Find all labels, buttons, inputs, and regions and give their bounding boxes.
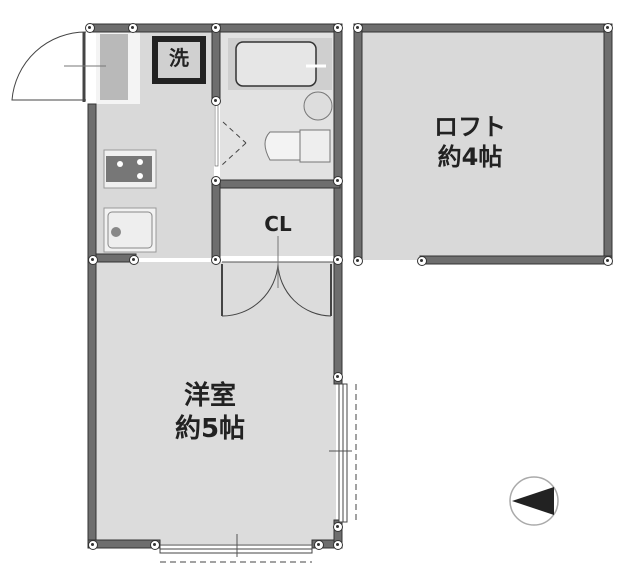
western-room-name: 洋室 [183,381,236,411]
column-post [333,176,343,186]
western-room-size: 約5帖 [174,413,246,444]
column-post [333,522,343,532]
column-post [88,540,98,550]
washer-label: 洗 [169,46,189,70]
column-post [353,23,363,33]
column-post [333,540,343,550]
column-post [211,255,221,265]
column-post [603,256,613,266]
column-post [333,372,343,382]
western-room: 洋室 約5帖 [150,380,270,445]
column-post [314,540,324,550]
loft-name: ロフト [434,113,506,141]
column-post [211,23,221,33]
column-post [150,540,160,550]
closet-label: CL [264,212,292,236]
column-post [603,23,613,33]
column-post [128,23,138,33]
column-post [211,96,221,106]
loft-room: ロフト 約4帖 [410,112,530,172]
column-post [333,23,343,33]
column-post [85,23,95,33]
column-post [129,255,139,265]
north-arrow-icon [509,476,559,526]
column-post [333,255,343,265]
column-post [417,256,427,266]
column-post [211,176,221,186]
column-post [353,256,363,266]
loft-size: 約4帖 [437,143,503,171]
column-post [88,255,98,265]
